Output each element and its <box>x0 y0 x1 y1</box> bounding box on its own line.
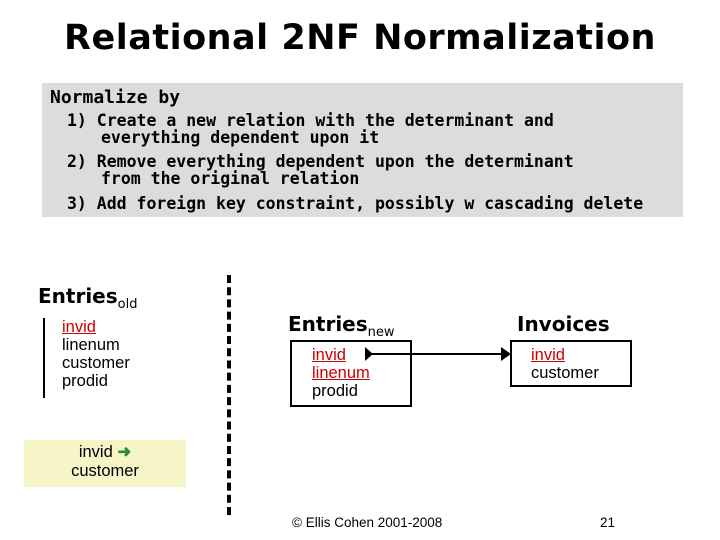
attr-linenum: linenum <box>62 336 120 354</box>
normalize-heading: Normalize by <box>50 87 181 108</box>
arrow-head-icon <box>501 347 511 361</box>
dependency-box: invid ➜ customer <box>24 440 186 487</box>
dependency-lhs: invid <box>78 443 113 461</box>
invoices-title: Invoices <box>517 312 610 336</box>
dashed-divider <box>227 275 231 515</box>
arrow-tail-icon <box>365 347 373 361</box>
entries-new-title: Entriesnew <box>288 312 395 340</box>
entity-name: Entries <box>288 312 368 336</box>
normalize-step-1: 1) Create a new relation with the determ… <box>67 112 554 146</box>
dependency-rhs: customer <box>71 462 139 480</box>
entity-subscript: old <box>117 297 138 312</box>
normalize-step-2: 2) Remove everything dependent upon the … <box>67 153 574 187</box>
normalize-step-3: 3) Add foreign key constraint, possibly … <box>67 195 643 212</box>
step-line: everything dependent upon it <box>101 128 380 147</box>
invoices-box: invid customer <box>510 340 632 387</box>
normalize-box <box>42 83 683 217</box>
step-line: 3) Add foreign key constraint, possibly … <box>67 194 644 213</box>
step-line: from the original relation <box>101 169 360 188</box>
slide-title: Relational 2NF Normalization <box>64 18 656 58</box>
attr-invid: invid <box>62 318 96 336</box>
entries-old-title: Entriesold <box>38 284 137 312</box>
entity-subscript: new <box>367 325 395 340</box>
entries-new-box: invid linenum prodid <box>290 340 412 407</box>
attr-customer: customer <box>62 354 130 372</box>
page-number: 21 <box>600 515 616 530</box>
step-line: 1) Create a new relation with the determ… <box>67 111 554 130</box>
copyright: © Ellis Cohen 2001-2008 <box>292 515 443 530</box>
entity-name: Entries <box>38 284 118 308</box>
step-line: 2) Remove everything dependent upon the … <box>67 152 574 171</box>
arrow-right-icon: ➜ <box>117 443 132 461</box>
attr-invid: invid <box>312 346 346 364</box>
attr-customer: customer <box>531 364 599 382</box>
attr-prodid: prodid <box>312 382 358 400</box>
foreign-key-arrow <box>365 347 511 361</box>
entries-old-attrs: invid linenum customer prodid <box>43 318 153 398</box>
attr-linenum: linenum <box>312 364 370 382</box>
attr-prodid: prodid <box>62 372 108 390</box>
attr-invid: invid <box>531 346 565 364</box>
